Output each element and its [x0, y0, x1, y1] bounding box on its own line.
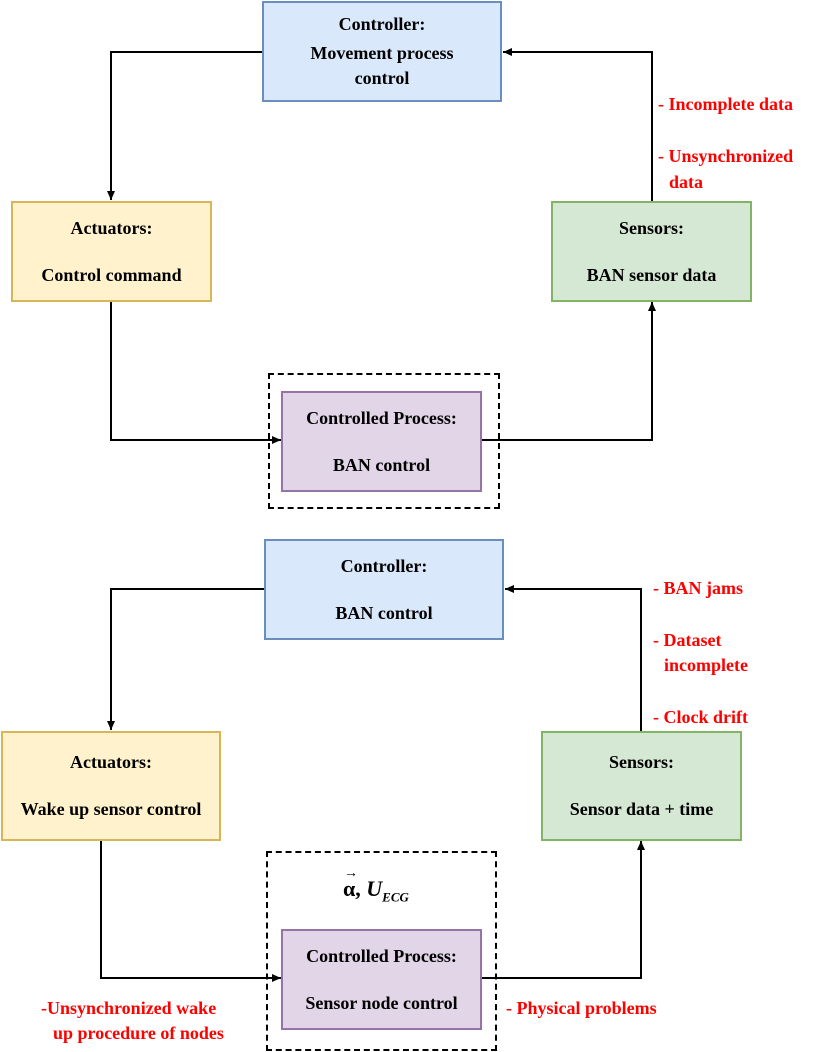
- alpha-vector: → α: [343, 866, 358, 901]
- controller-heading: Controller:: [340, 555, 428, 576]
- actuators-heading: Actuators:: [70, 217, 153, 238]
- process-box-top: Controlled Process: BAN control: [281, 391, 482, 492]
- process-box-bottom: Controlled Process: Sensor node control: [281, 929, 482, 1030]
- issue-incomplete-data: - Incomplete data: [658, 94, 793, 114]
- actuators-box-bottom: Actuators: Wake up sensor control: [1, 731, 221, 841]
- process-heading: Controlled Process:: [306, 407, 457, 428]
- controller-body: Movement process control: [310, 43, 454, 88]
- issue-physical-problems: - Physical problems: [506, 998, 657, 1018]
- arrow-actuators-to-process: [110, 301, 281, 444]
- vector-arrow-icon: →: [344, 866, 358, 881]
- sensors-heading: Sensors:: [608, 752, 674, 772]
- actuators-body: Control command: [41, 264, 182, 285]
- issue-dataset-line2: incomplete: [664, 655, 748, 675]
- controller-box-top: Controller: Movement process control: [262, 1, 502, 102]
- process-body: BAN control: [332, 454, 431, 475]
- issue-wake-line1: -Unsynchronized wake: [41, 998, 217, 1018]
- issue-dataset-line1: - Dataset: [653, 630, 722, 650]
- sensors-body: Sensor data + time: [569, 799, 714, 819]
- process-body: Sensor node control: [305, 992, 458, 1013]
- controller-heading: Controller:: [338, 14, 426, 34]
- sensors-box-top: Sensors: BAN sensor data: [551, 201, 752, 302]
- process-boundary-top: [268, 373, 500, 509]
- arrow-controller-to-actuators: [107, 51, 262, 200]
- arrow-actuators-to-process-2: [100, 841, 281, 982]
- arrow-sensors-to-controller-2: [505, 585, 642, 731]
- sensors-body: BAN sensor data: [586, 264, 717, 285]
- actuators-body: Wake up sensor control: [20, 799, 202, 819]
- process-parameters-label: → α , UECG: [343, 866, 409, 905]
- controller-box-bottom: Controller: BAN control: [264, 539, 504, 640]
- issue-clock-drift: - Clock drift: [653, 707, 748, 727]
- actuators-box-top: Actuators: Control command: [11, 201, 212, 302]
- sensors-heading: Sensors:: [618, 217, 684, 238]
- issue-unsynchronized-line2: data: [669, 172, 704, 192]
- u-ecg-symbol: UECG: [366, 876, 409, 905]
- arrow-controller-to-actuators-2: [107, 588, 264, 730]
- issue-ban-jams: - BAN jams: [653, 578, 743, 598]
- controller-body: BAN control: [335, 602, 433, 623]
- actuators-heading: Actuators:: [70, 752, 152, 772]
- issue-wake-line2: up procedure of nodes: [53, 1023, 224, 1043]
- sensors-box-bottom: Sensors: Sensor data + time: [541, 731, 742, 841]
- arrow-process-to-sensors: [482, 302, 656, 441]
- issue-unsynchronized-line1: - Unsynchronized: [658, 146, 794, 166]
- arrow-process-to-sensors-2: [482, 841, 645, 979]
- process-boundary-bottom: [266, 851, 497, 1051]
- process-heading: Controlled Process:: [306, 945, 457, 966]
- arrow-sensors-to-controller: [503, 48, 653, 202]
